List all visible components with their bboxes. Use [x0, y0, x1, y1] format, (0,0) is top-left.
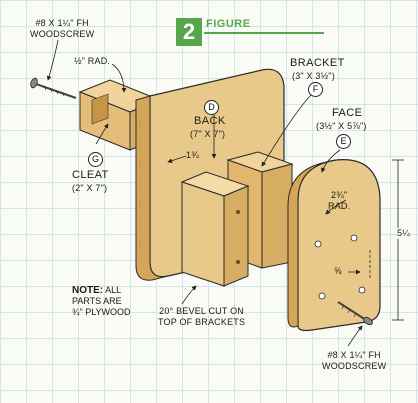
- face-letter-circle: E: [336, 134, 351, 149]
- bevel-note-line-2: TOP OF BRACKETS: [158, 317, 246, 327]
- note-line-2: PARTS ARE: [72, 296, 122, 306]
- bracket-size: (3" x 3½"): [292, 71, 335, 81]
- bevel-note: 20° BEVEL CUT ON TOP OF BRACKETS: [158, 306, 245, 328]
- bracket-part-front: [180, 171, 250, 287]
- face-radius-label: 2¾" RAD.: [328, 190, 350, 212]
- bracket-letter-circle: F: [308, 82, 323, 97]
- cleat-letter-circle: G: [88, 152, 103, 167]
- screw-bottom-label: #8 x 1¼" Fh WOODSCREW: [322, 350, 386, 372]
- face-part: [287, 159, 381, 332]
- bevel-note-line-1: 20° BEVEL CUT ON: [159, 306, 245, 316]
- screw-top-label: #8 x 1¼" Fh WOODSCREW: [30, 18, 94, 40]
- back-size: (7" x 7"): [190, 129, 226, 139]
- face-size: (3½" x 5⅞"): [316, 121, 367, 131]
- dimension-face-height: [392, 159, 404, 321]
- screw-top-line-2: WOODSCREW: [30, 29, 95, 39]
- cleat-name: CLEAT: [72, 169, 109, 181]
- dim-back-thickness: 1¾: [186, 150, 199, 160]
- face-name: FACE: [332, 107, 363, 119]
- woodscrew-top: [30, 77, 77, 99]
- back-name: BACK: [194, 115, 226, 127]
- face-radius-line-2: RAD.: [328, 201, 351, 211]
- face-radius-line-1: 2¾": [331, 190, 348, 200]
- woodscrew-bottom: [337, 301, 373, 326]
- screw-bottom-line-2: WOODSCREW: [322, 361, 387, 371]
- plywood-note: NOTE: ALL PARTS ARE ¾" PLYWOOD: [72, 285, 131, 318]
- dim-face-height: 5¼: [397, 228, 410, 239]
- leader-lines: [46, 39, 363, 347]
- note-line-3: ¾" PLYWOOD: [72, 307, 131, 317]
- figure-word: FIGURE: [206, 18, 251, 30]
- radius-half-label: ½" RAD.: [74, 56, 111, 66]
- note-rest: ALL: [103, 285, 122, 295]
- dim-hole: ⅝: [334, 266, 342, 276]
- screw-bottom-line-1: #8 x 1¼" Fh: [327, 350, 381, 360]
- figure-number-badge: 2: [176, 18, 202, 46]
- bracket-name: BRACKET: [290, 57, 345, 69]
- note-bold: NOTE:: [72, 285, 104, 296]
- screw-top-line-1: #8 x 1¼" Fh: [35, 18, 89, 28]
- back-letter-circle: D: [204, 100, 219, 115]
- figure-rule: [204, 32, 324, 34]
- cleat-size: (2" x 7"): [72, 183, 108, 193]
